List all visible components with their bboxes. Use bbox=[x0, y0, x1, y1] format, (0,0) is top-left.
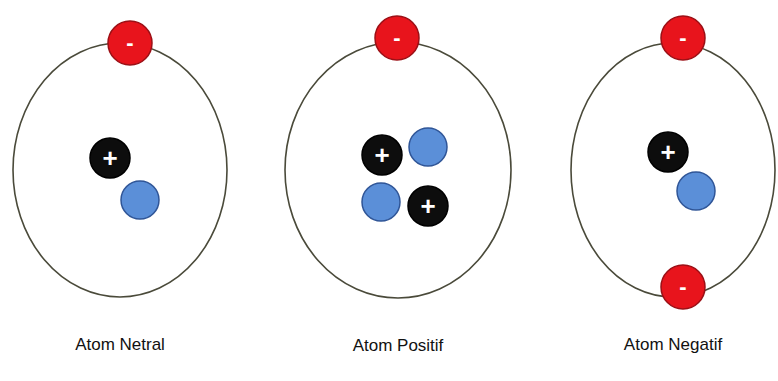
electron-circle bbox=[375, 16, 419, 60]
charge-minus: - bbox=[661, 265, 705, 309]
electron-circle bbox=[661, 265, 705, 309]
atom-orbit: Atom Positif-++ bbox=[285, 42, 511, 298]
neutron bbox=[409, 128, 447, 166]
proton-circle bbox=[648, 132, 688, 172]
atom-orbit: Atom Netral-+ bbox=[13, 43, 227, 297]
electron-particle: - bbox=[661, 265, 705, 309]
neutron bbox=[121, 181, 159, 219]
charge-minus: - bbox=[108, 21, 152, 65]
electron-particle: - bbox=[108, 21, 152, 65]
orbit-ellipse bbox=[285, 42, 511, 298]
atom-orbit: Atom Negatif-+- bbox=[571, 43, 775, 297]
electron-particle: - bbox=[661, 16, 705, 60]
charge-plus: + bbox=[408, 186, 448, 226]
electron-circle bbox=[661, 16, 705, 60]
proton-circle bbox=[362, 135, 402, 175]
proton-particle: + bbox=[362, 135, 402, 175]
charge-plus: + bbox=[648, 132, 688, 172]
charge-minus: - bbox=[661, 16, 705, 60]
atom-caption: Atom Netral bbox=[75, 335, 165, 355]
electron-circle bbox=[108, 21, 152, 65]
proton-circle bbox=[408, 186, 448, 226]
proton-particle: + bbox=[648, 132, 688, 172]
charge-plus: + bbox=[362, 135, 402, 175]
orbit-outline bbox=[285, 42, 511, 298]
orbit-ellipse bbox=[13, 43, 227, 297]
electron-particle: - bbox=[375, 16, 419, 60]
orbit-ellipse bbox=[571, 43, 775, 297]
proton-circle bbox=[90, 138, 130, 178]
charge-plus: + bbox=[90, 138, 130, 178]
neutron bbox=[362, 183, 400, 221]
atom-caption: Atom Positif bbox=[353, 336, 444, 356]
proton-particle: + bbox=[90, 138, 130, 178]
charge-minus: - bbox=[375, 16, 419, 60]
neutron bbox=[677, 172, 715, 210]
proton-particle: + bbox=[408, 186, 448, 226]
atom-caption: Atom Negatif bbox=[624, 335, 722, 355]
